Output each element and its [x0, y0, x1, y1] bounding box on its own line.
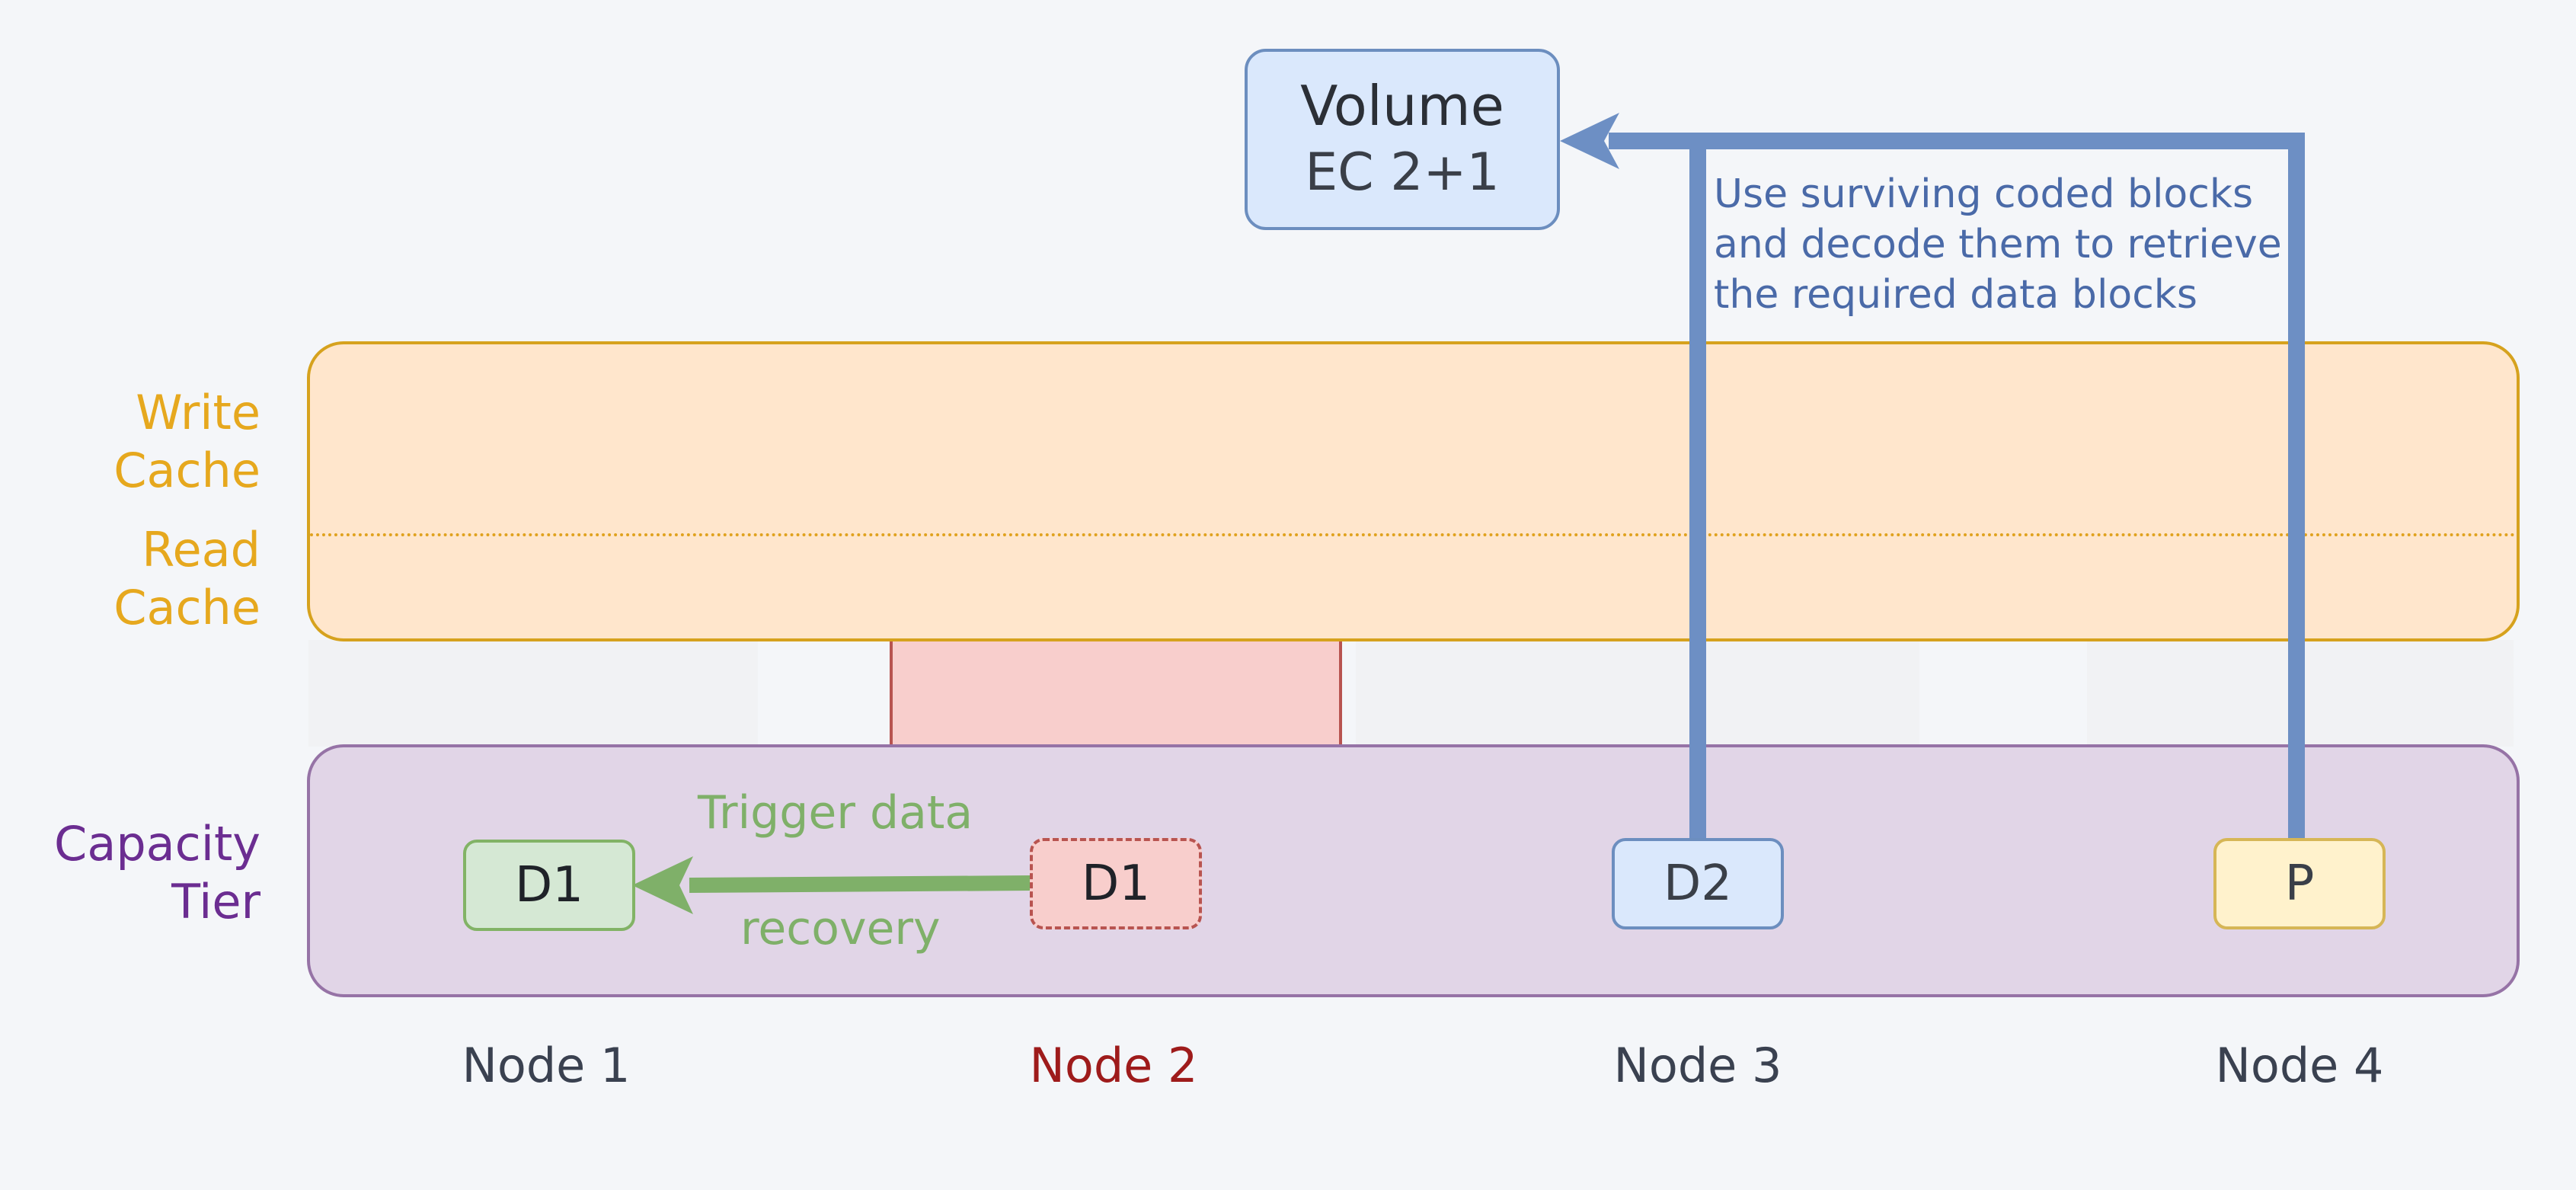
node2-block-d1-failed[interactable]: D1: [1030, 838, 1202, 929]
capacity-tier-line-1: Capacity: [54, 816, 260, 872]
node-column-3: [1356, 640, 1919, 747]
capacity-tier-label: Capacity Tier: [30, 815, 260, 931]
node1-block-d1-recovered[interactable]: D1: [463, 840, 635, 931]
failed-node-region: [890, 638, 1342, 747]
write-cache-line-2: Cache: [113, 443, 260, 498]
volume-title: Volume: [1300, 74, 1504, 138]
node4-flow-stem: [2288, 133, 2305, 838]
decode-annotation-line-2: and decode them to retrieve: [1714, 222, 2282, 267]
node-column-1: [308, 640, 758, 747]
node-label-4: Node 4: [2215, 1038, 2384, 1093]
cache-tier: [307, 341, 2520, 641]
volume-box[interactable]: Volume EC 2+1: [1245, 49, 1560, 230]
decode-annotation-line-3: the required data blocks: [1714, 272, 2197, 318]
node-label-2: Node 2: [1029, 1038, 1198, 1093]
node-label-1: Node 1: [462, 1038, 631, 1093]
cache-divider: [310, 533, 2517, 536]
read-cache-line-2: Cache: [113, 580, 260, 635]
node3-flow-stem: [1689, 133, 1706, 838]
decode-annotation: Use surviving coded blocks and decode th…: [1714, 169, 2282, 320]
write-cache-label: Write Cache: [76, 384, 260, 500]
recovery-annotation-bottom: recovery: [740, 902, 941, 955]
recovery-arrowhead: [632, 856, 693, 914]
write-cache-line-1: Write: [136, 385, 260, 440]
node4-block-parity[interactable]: P: [2213, 838, 2386, 929]
node-label-3: Node 3: [1613, 1038, 1782, 1093]
read-cache-label: Read Cache: [76, 521, 260, 637]
recovery-flow-line: [689, 875, 1033, 893]
node3-block-d2[interactable]: D2: [1612, 838, 1784, 929]
recovery-annotation-top: Trigger data: [698, 786, 973, 840]
decode-arrowhead: [1560, 113, 1619, 169]
read-cache-line-1: Read: [142, 522, 260, 577]
capacity-tier-line-2: Tier: [171, 874, 260, 929]
decode-annotation-line-1: Use surviving coded blocks: [1714, 171, 2254, 217]
volume-subtitle: EC 2+1: [1305, 142, 1500, 203]
